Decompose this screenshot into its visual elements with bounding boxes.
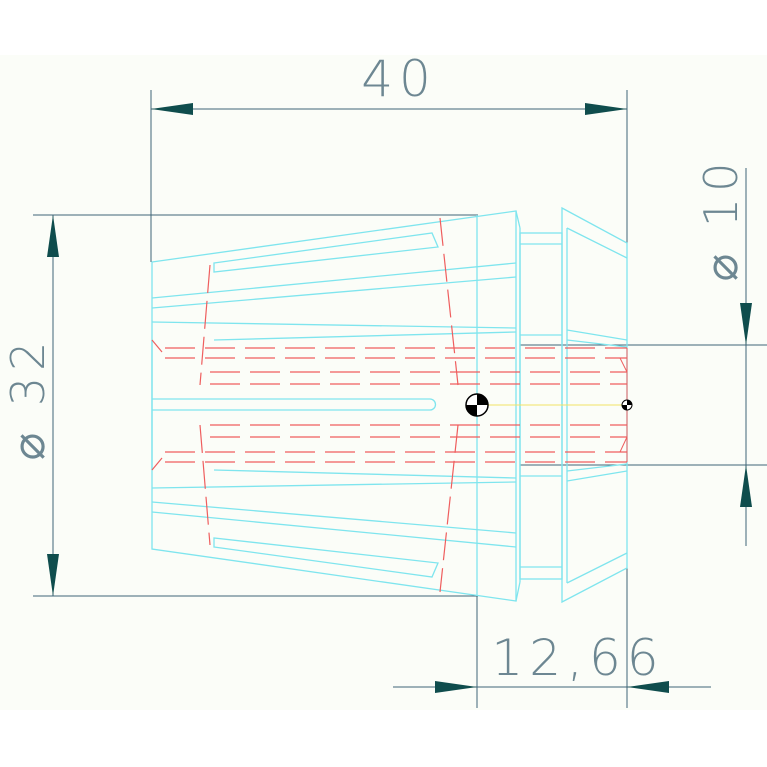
section-length-label: 12,66: [491, 629, 664, 687]
outer-diameter-label: ⌀ 32: [1, 336, 55, 461]
bore-diameter-label: ⌀ 10: [694, 157, 748, 282]
datum-target-small-icon: [621, 399, 633, 411]
datum-target-icon: [465, 393, 489, 417]
drawing-background: [0, 55, 767, 710]
hidden-taper-lines: [151, 217, 459, 593]
dimension-arrowheads: [47, 103, 752, 693]
collet-outline: [151, 206, 628, 604]
overall-length-label: 40: [361, 50, 437, 108]
hidden-lines: [165, 347, 627, 463]
